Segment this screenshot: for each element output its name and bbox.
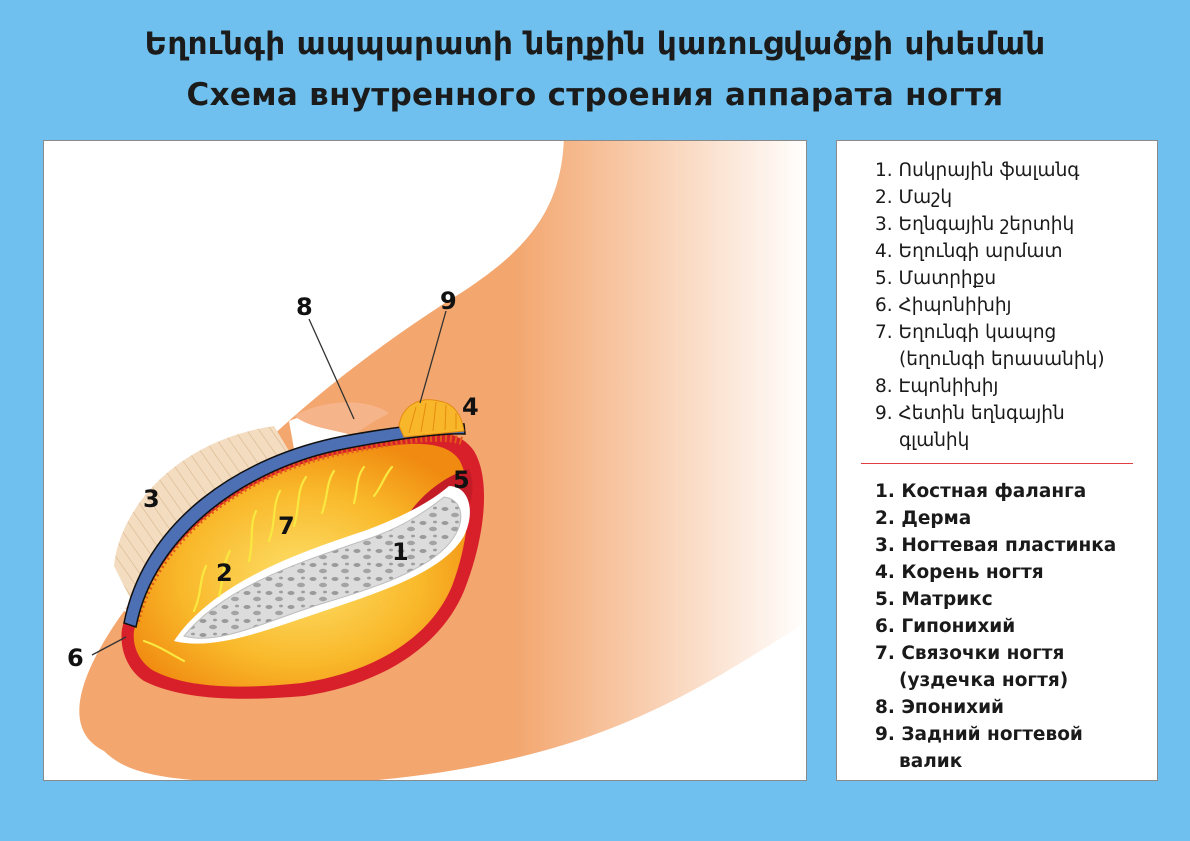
legend-item: 6. Հիպոնիխիյ: [875, 295, 1012, 316]
legend-armenian: 1. Ոսկրային ֆալանգ 2. Մաշկ 3. Եղնգային շ…: [875, 157, 1105, 454]
title-russian: Схема внутренного строения аппарата ногт…: [186, 77, 1004, 113]
nail-plate: [123, 422, 466, 628]
title-armenian: Եղունգի ապպարատի ներքին կառուցվածքի սխեմ…: [144, 26, 1046, 62]
legend-item: 3. Եղնգային շերտիկ: [875, 214, 1075, 235]
legend-item: 4. Եղունգի արմատ: [875, 241, 1063, 262]
legend-item: 5. Матрикс: [875, 589, 993, 610]
legend-panel: 1. Ոսկրային ֆալանգ 2. Մաշկ 3. Եղնգային շ…: [836, 140, 1158, 781]
legend-item: 4. Корень ногтя: [875, 562, 1044, 583]
bone-phalanx: [183, 496, 462, 639]
legend-item: 2. Մաշկ: [875, 187, 953, 208]
label-8: 8: [296, 293, 313, 321]
legend-russian: 1. Костная фаланга 2. Дерма 3. Ногтевая …: [875, 478, 1116, 775]
label-5: 5: [453, 466, 470, 494]
legend-item: 8. Էպոնիխիյ: [875, 376, 999, 397]
legend-item: 7. Связочки ногтя(уздечка ногтя): [875, 643, 1069, 691]
legend-item: 2. Дерма: [875, 508, 972, 529]
legend-divider: [861, 463, 1133, 464]
legend-item: 5. Մատրիքս: [875, 268, 997, 289]
label-4: 4: [462, 393, 479, 421]
label-6: 6: [67, 644, 84, 672]
label-3: 3: [143, 485, 160, 513]
legend-item: 1. Костная фаланга: [875, 481, 1087, 502]
label-1: 1: [392, 538, 409, 566]
legend-item: 7. Եղունգի կապոց(եղունգի երասանիկ): [875, 322, 1105, 370]
legend-item: 6. Гипонихий: [875, 616, 1016, 637]
legend-item: 8. Эпонихий: [875, 697, 1005, 718]
legend-item: 3. Ногтевая пластинка: [875, 535, 1117, 556]
eponychium: [294, 402, 389, 436]
diagram-panel: 1 2 3 4 5 6 7 8 9: [43, 140, 807, 781]
label-9: 9: [440, 287, 457, 315]
label-2: 2: [216, 559, 233, 587]
legend-item: 1. Ոսկրային ֆալանգ: [875, 160, 1080, 181]
nail-ligaments: [142, 465, 394, 663]
nail-anatomy-diagram: 1 2 3 4 5 6 7 8 9: [67, 141, 806, 780]
label-7: 7: [278, 512, 295, 540]
